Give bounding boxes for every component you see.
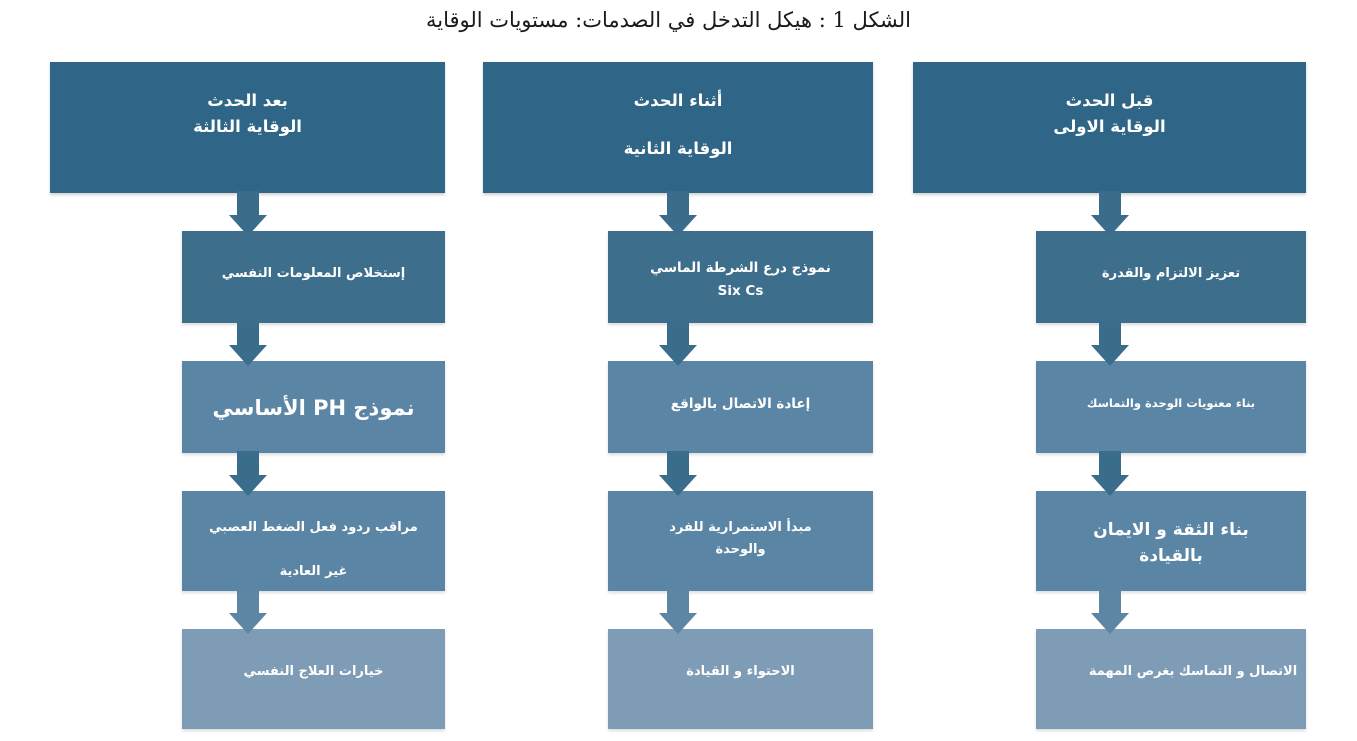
process-node-line: بناء الثقة و الايمان bbox=[1093, 520, 1249, 540]
column-header-line-1: قبل الحدث bbox=[1065, 91, 1154, 110]
figure-title: الشكل 1 : هيكل التدخل في الصدمات: مستويا… bbox=[425, 8, 912, 32]
process-node-line: إعادة الاتصال بالواقع bbox=[670, 396, 811, 412]
arrow-down-icon bbox=[1090, 321, 1129, 366]
arrow-shaft bbox=[667, 451, 689, 475]
arrow-shaft bbox=[1098, 451, 1121, 475]
column-header-primary-prevention[interactable]: قبل الحدث الوقاية الاولى bbox=[913, 62, 1306, 193]
process-node-line: غير العادية bbox=[279, 564, 348, 579]
arrow-down-icon bbox=[1090, 191, 1129, 236]
arrow-shaft bbox=[1098, 191, 1121, 215]
process-node[interactable]: نموذج درع الشرطة الماسي Six Cs bbox=[608, 231, 873, 323]
process-node[interactable]: نموذج PH الأساسي bbox=[182, 361, 445, 453]
process-node-line: بناء معنويات الوحدة والتماسك bbox=[1086, 396, 1256, 410]
arrow-shaft bbox=[667, 191, 689, 215]
arrow-down-icon bbox=[228, 191, 267, 236]
process-node-line: نموذج درع الشرطة الماسي bbox=[650, 260, 831, 276]
arrow-down-icon bbox=[228, 589, 267, 634]
process-node-line: إستخلاص المعلومات النفسي bbox=[221, 266, 406, 281]
process-node-line: بالقيادة bbox=[1139, 546, 1203, 566]
process-node-line: خيارات العلاج النفسي bbox=[243, 664, 384, 679]
process-node-line: نموذج PH الأساسي bbox=[212, 396, 415, 420]
arrow-shaft bbox=[236, 321, 259, 345]
process-node-line: Six Cs bbox=[717, 282, 764, 299]
process-node-line: مبدأ الاستمرارية للفرد bbox=[669, 520, 812, 535]
arrow-down-icon bbox=[659, 321, 697, 366]
arrow-shaft bbox=[236, 191, 259, 215]
arrow-down-icon bbox=[1090, 451, 1129, 496]
arrow-shaft bbox=[667, 589, 689, 613]
arrow-shaft bbox=[1098, 321, 1121, 345]
arrow-down-icon bbox=[1090, 589, 1129, 634]
process-node[interactable]: خيارات العلاج النفسي bbox=[182, 629, 445, 729]
process-node[interactable]: مراقب ردود فعل الضغط العصبي غير العادية bbox=[182, 491, 445, 591]
process-node[interactable]: تعزيز الالتزام والقدرة bbox=[1036, 231, 1306, 323]
process-node-line: والوحدة bbox=[715, 542, 766, 557]
arrow-down-icon bbox=[659, 191, 697, 236]
process-node[interactable]: بناء معنويات الوحدة والتماسك bbox=[1036, 361, 1306, 453]
process-node[interactable]: إستخلاص المعلومات النفسي bbox=[182, 231, 445, 323]
process-node[interactable]: الاحتواء و القيادة bbox=[608, 629, 873, 729]
process-node-line: الاحتواء و القيادة bbox=[686, 664, 795, 679]
column-header-line-2: الوقاية الاولى bbox=[1053, 117, 1166, 136]
arrow-down-icon bbox=[228, 451, 267, 496]
column-header-line-2: الوقاية الثانية bbox=[623, 139, 733, 158]
arrow-shaft bbox=[236, 589, 259, 613]
column-secondary-prevention: أثناء الحدث الوقاية الثانية نموذج درع الشر… bbox=[483, 62, 873, 729]
process-node-line: الاتصال و التماسك بغرص المهمة bbox=[1088, 664, 1298, 679]
column-header-secondary-prevention[interactable]: أثناء الحدث الوقاية الثانية bbox=[483, 62, 873, 193]
process-node[interactable]: الاتصال و التماسك بغرص المهمة bbox=[1036, 629, 1306, 729]
process-node-line: مراقب ردود فعل الضغط العصبي bbox=[209, 520, 418, 535]
process-node[interactable]: مبدأ الاستمرارية للفرد والوحدة bbox=[608, 491, 873, 591]
column-primary-prevention: قبل الحدث الوقاية الاولى تعزيز الالتزام وا… bbox=[913, 62, 1306, 729]
arrow-down-icon bbox=[228, 321, 267, 366]
arrow-shaft bbox=[667, 321, 689, 345]
arrow-shaft bbox=[236, 451, 259, 475]
arrow-down-icon bbox=[659, 589, 697, 634]
arrow-shaft bbox=[1098, 589, 1121, 613]
column-header-line-1: أثناء الحدث bbox=[633, 91, 723, 110]
process-node[interactable]: إعادة الاتصال بالواقع bbox=[608, 361, 873, 453]
arrow-down-icon bbox=[659, 451, 697, 496]
column-tertiary-prevention: بعد الحدث الوقاية الثالثة إستخلاص المعلوما… bbox=[50, 62, 445, 729]
column-header-line-1: بعد الحدث bbox=[207, 91, 288, 110]
process-node-line: تعزيز الالتزام والقدرة bbox=[1101, 266, 1241, 281]
process-node[interactable]: بناء الثقة و الايمان بالقيادة bbox=[1036, 491, 1306, 591]
column-header-line-2: الوقاية الثالثة bbox=[193, 117, 302, 136]
column-header-tertiary-prevention[interactable]: بعد الحدث الوقاية الثالثة bbox=[50, 62, 445, 193]
